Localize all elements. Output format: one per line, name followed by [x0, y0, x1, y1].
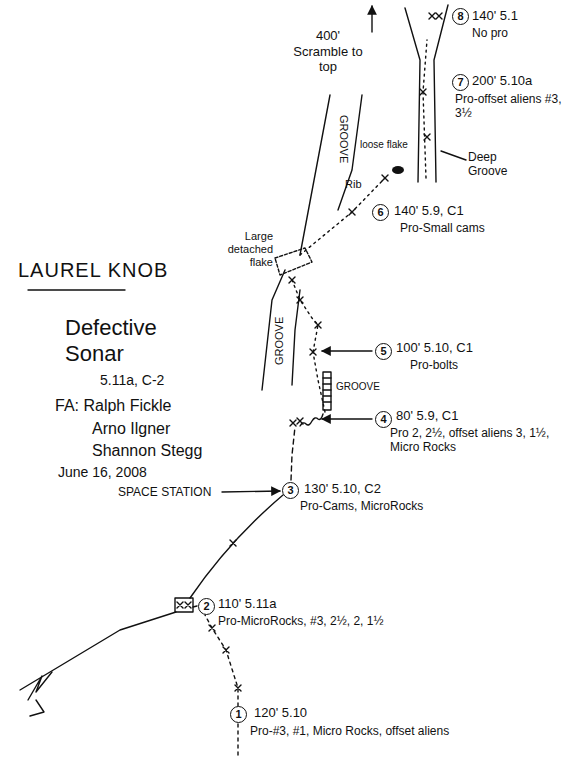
pitch-grade: 120' 5.10 — [254, 705, 307, 721]
protection-note: Pro 2, 2½, offset aliens 3, 1½, Micro Ro… — [390, 426, 566, 455]
feature-label: Large detached flake — [215, 230, 273, 270]
leader-arrow — [222, 491, 280, 492]
first-ascent: FA: Ralph Fickle — [55, 396, 171, 415]
feature-label: loose flake — [360, 139, 408, 151]
protection-note: No pro — [472, 26, 508, 40]
first-ascent-date: June 16, 2008 — [58, 464, 147, 481]
protection-note: Pro-#3, #1, Micro Rocks, offset aliens — [250, 724, 480, 738]
callout-number: 1 — [230, 706, 247, 723]
callout-number: 5 — [375, 343, 392, 360]
groove-feature — [323, 372, 331, 410]
approach-line — [20, 612, 176, 690]
groove-line — [292, 290, 300, 385]
first-ascent: Shannon Stegg — [92, 441, 202, 460]
north-arrow — [371, 6, 372, 32]
deep-groove-line — [405, 8, 420, 182]
pitch-line — [313, 352, 325, 412]
diagram-title: LAUREL KNOB — [18, 258, 168, 282]
protection-note: Pro-Cams, MicroRocks — [300, 499, 423, 513]
route-name: Defective Sonar — [65, 315, 175, 368]
pitch-grade: 140' 5.9, C1 — [394, 203, 464, 219]
feature-label: GROOVE — [336, 381, 380, 393]
feature-label: Deep Groove — [468, 150, 528, 179]
groove-line — [300, 95, 330, 255]
callout-number: 6 — [372, 204, 389, 221]
protection-note: Pro-MicroRocks, #3, 2½, 2, 1½ — [218, 614, 383, 628]
callout-number: 7 — [452, 74, 469, 91]
deep-groove-line — [434, 5, 448, 182]
pitch-line — [292, 280, 318, 352]
pitch-line — [205, 615, 238, 755]
title-underline — [28, 289, 125, 290]
detached-flake — [275, 248, 312, 275]
pitch-grade: 100' 5.10, C1 — [396, 340, 473, 356]
callout-number: 2 — [198, 598, 215, 615]
pitch-line — [190, 495, 283, 598]
pitch-line — [291, 427, 295, 480]
feature-label: GROOVE — [337, 115, 350, 163]
feature-label: Rib — [345, 178, 362, 191]
pitch-line — [423, 40, 427, 178]
protection-note: Pro-bolts — [410, 358, 458, 372]
leader-arrow — [322, 418, 372, 419]
feature-label: SPACE STATION — [118, 485, 211, 499]
leader-line — [441, 151, 466, 160]
groove-hatch — [323, 378, 331, 402]
first-ascent: Arno Ilgner — [92, 419, 170, 438]
descent-note: 400' Scramble to top — [288, 28, 368, 75]
pitch-grade: 130' 5.10, C2 — [304, 481, 381, 497]
pitch-grade: 200' 5.10a — [472, 73, 532, 89]
belay-ledge — [175, 598, 193, 612]
callout-number: 8 — [452, 8, 469, 25]
loose-flake — [392, 166, 404, 174]
leader-arrow — [322, 350, 372, 351]
pitch-grade: 110' 5.11a — [218, 596, 276, 612]
protection-note: Pro-offset aliens #3, 3½ — [455, 92, 567, 121]
pitch-grade: 80' 5.9, C1 — [396, 408, 458, 424]
protection-note: Pro-Small cams — [400, 221, 485, 235]
callout-number: 4 — [375, 411, 392, 428]
pitch-grade: 140' 5.1 — [472, 8, 518, 24]
route-grade: 5.11a, C-2 — [100, 372, 164, 389]
feature-label: GROOVE — [273, 317, 286, 365]
callout-number: 3 — [282, 482, 299, 499]
start-symbol — [28, 672, 52, 716]
